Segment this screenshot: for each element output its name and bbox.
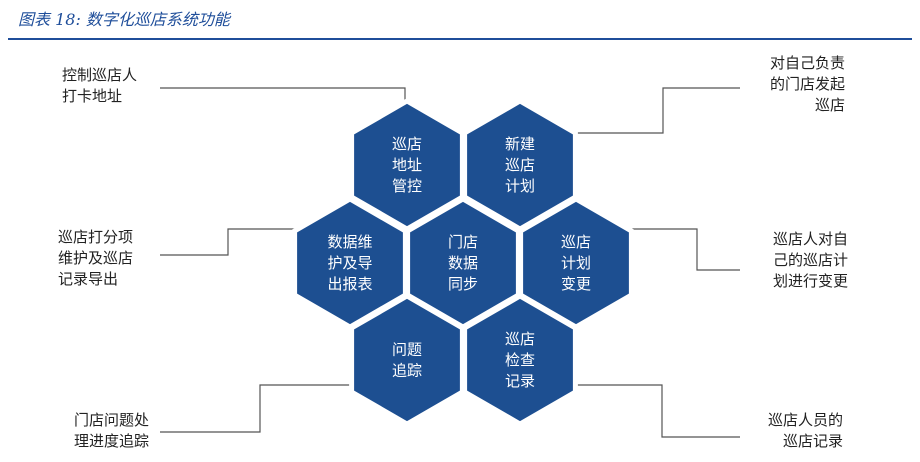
hexagon-label-address: 巡店地址管控: [392, 135, 422, 195]
connector-own-store-inspection: [575, 87, 740, 134]
hexagon-label-line: 数据: [448, 254, 478, 272]
callout-label-line: 巡店人对自: [773, 230, 848, 248]
connector-staff-records: [575, 384, 740, 438]
hexagon-group: 巡店地址管控新建巡店计划数据维护及导出报表门店数据同步巡店计划变更问题追踪巡店检…: [292, 98, 634, 427]
callout-label-line: 巡店打分项: [58, 228, 133, 246]
hexagon-label-line: 巡店: [505, 330, 535, 348]
callout-label-line: 对自己负责: [770, 54, 845, 72]
callout-label-line: 巡店人员的: [768, 411, 843, 429]
hexagon-label-new-plan: 新建巡店计划: [505, 135, 535, 195]
callout-label-line: 维护及巡店: [58, 249, 133, 267]
hexagon-label-line: 巡店: [505, 156, 535, 174]
callout-connectors: [160, 87, 740, 438]
hexagon-label-inspection-record: 巡店检查记录: [505, 330, 535, 390]
hexagon-label-data-maintenance: 数据维护及导出报表: [327, 233, 372, 293]
hexagon-inspection-record: [462, 293, 578, 427]
figure-title: 图表 18: 数字化巡店系统功能: [18, 10, 230, 29]
title-divider: [8, 38, 912, 40]
connector-personal-plan-change: [632, 228, 740, 271]
connector-issue-progress: [160, 384, 352, 433]
hexagon-label-line: 巡店: [392, 135, 422, 153]
connector-checkin-address: [160, 87, 406, 112]
hexagon-label-line: 检查: [505, 351, 535, 369]
hexagon-label-line: 数据维: [327, 233, 372, 251]
hexagon-label-line: 管控: [392, 177, 422, 195]
hexagon-label-line: 门店: [448, 233, 478, 251]
callout-label-line: 理进度追踪: [74, 432, 149, 450]
hexagon-label-line: 同步: [448, 275, 478, 293]
callout-label-personal-plan-change: 巡店人对自己的巡店计划进行变更: [773, 230, 848, 290]
callout-label-issue-progress: 门店问题处理进度追踪: [74, 411, 149, 450]
callout-label-line: 划进行变更: [773, 272, 848, 290]
hexagon-label-line: 巡店: [561, 233, 591, 251]
callout-label-scoring-export: 巡店打分项维护及巡店记录导出: [58, 228, 133, 288]
callout-label-checkin-address: 控制巡店人打卡地址: [62, 66, 137, 105]
callout-label-line: 巡店: [815, 96, 845, 114]
hexagon-label-data-sync: 门店数据同步: [448, 233, 478, 293]
callout-label-line: 记录导出: [58, 270, 118, 288]
connector-scoring-export: [160, 228, 296, 256]
hexagon-label-line: 出报表: [327, 275, 372, 293]
callout-label-line: 打卡地址: [62, 87, 122, 105]
hexagon-label-plan-change: 巡店计划变更: [561, 233, 591, 293]
hexagon-label-line: 地址: [392, 156, 422, 174]
hexagon-label-line: 护及导: [327, 254, 372, 272]
hexagon-label-line: 计划: [561, 254, 591, 272]
hexagon-label-line: 问题: [392, 341, 422, 359]
callout-labels: 控制巡店人打卡地址对自己负责的门店发起巡店巡店打分项维护及巡店记录导出巡店人对自…: [58, 54, 848, 450]
callout-label-own-store-inspection: 对自己负责的门店发起巡店: [770, 54, 845, 114]
callout-label-line: 门店问题处: [74, 411, 149, 429]
hexagon-label-line: 计划: [505, 177, 535, 195]
callout-label-line: 巡店记录: [783, 432, 843, 450]
callout-label-line: 的门店发起: [770, 75, 845, 93]
hexagon-label-issue-tracking: 问题追踪: [392, 341, 422, 380]
hexagon-label-line: 变更: [561, 275, 591, 293]
hexagon-label-line: 新建: [505, 135, 535, 153]
callout-label-line: 控制巡店人: [62, 66, 137, 84]
hexagon-label-line: 记录: [505, 372, 535, 390]
callout-label-staff-records: 巡店人员的巡店记录: [768, 411, 843, 450]
callout-label-line: 己的巡店计: [773, 251, 848, 269]
hexagon-label-line: 追踪: [392, 362, 422, 380]
